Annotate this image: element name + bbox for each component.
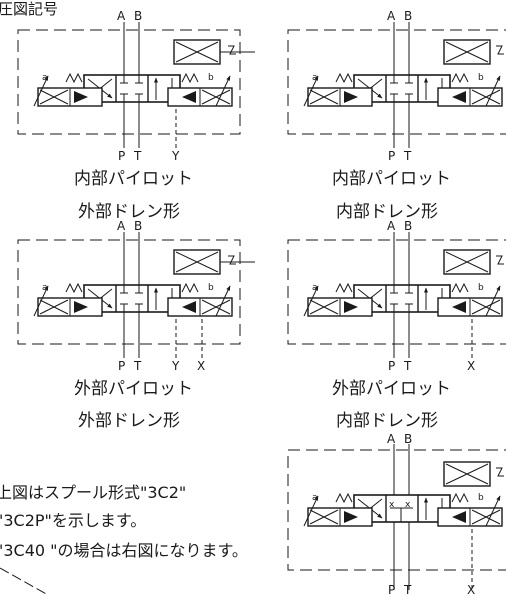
port-label-p: P <box>388 359 395 373</box>
port-label-y: Y <box>171 149 180 163</box>
valve-symbol-1: A B P T Y a b <box>17 9 255 222</box>
solenoid-arrow-right <box>215 75 231 107</box>
port-label-p: P <box>118 359 125 373</box>
port-label-a: A <box>387 9 396 23</box>
valve-symbol-2: A B P T a b <box>287 9 506 222</box>
note-line-2: "3C2P"を示します。 <box>0 511 146 530</box>
solenoid-label-a: a <box>312 73 318 83</box>
solenoid-label-b: b <box>478 493 484 503</box>
pilot-enclosure <box>17 29 241 135</box>
port-label-b: B <box>404 432 412 446</box>
spool-x-mark: x <box>389 500 395 510</box>
note-line-3: "3C40 "の場合は右図になります。 <box>0 541 248 560</box>
solenoid-arrow-left <box>33 75 49 107</box>
port-label-a: A <box>387 219 396 233</box>
port-label-x: X <box>197 359 205 373</box>
port-label-p: P <box>118 149 125 163</box>
caption-line-1: 内部パイロット <box>74 169 193 189</box>
port-label-t: T <box>133 149 142 163</box>
port-label-y: Y <box>171 359 180 373</box>
solenoid-label-a: a <box>42 73 48 83</box>
spring-right <box>181 72 199 84</box>
solenoid-label-b: b <box>478 73 484 83</box>
port-label-b: B <box>404 9 412 23</box>
port-label-t: T <box>403 583 412 595</box>
port-label-p: P <box>388 583 395 595</box>
port-label-b: B <box>404 219 412 233</box>
caption-line-1: 外部パイロット <box>74 379 193 399</box>
pilot-enclosure <box>287 29 506 135</box>
port-label-b: B <box>134 219 142 233</box>
port-label-x: X <box>467 359 475 373</box>
note-block: 上図はスプール形式"3C2" "3C2P"を示します。 "3C40 "の場合は右… <box>0 483 248 595</box>
valve-symbol-4: A B P T X a b <box>287 219 506 431</box>
solenoid-label-a: a <box>42 283 48 293</box>
caption-line-2: 外部ドレン形 <box>78 411 180 431</box>
caption-line-1: 内部パイロット <box>332 169 451 189</box>
port-label-x: X <box>467 583 475 595</box>
spool-x-mark: x <box>405 500 411 510</box>
page-title: 圧図記号 <box>0 0 58 18</box>
valve-symbol-3: A B P T Y X a b <box>17 219 255 431</box>
port-label-a: A <box>387 432 396 446</box>
port-label-a: A <box>117 219 126 233</box>
caption-line-2: 内部ドレン形 <box>336 411 438 431</box>
solenoid-label-a: a <box>312 283 318 293</box>
port-label-b: B <box>134 9 142 23</box>
solenoid-label-b: b <box>208 73 214 83</box>
port-label-p: P <box>388 149 395 163</box>
solenoid-label-b: b <box>478 283 484 293</box>
note-line-1: 上図はスプール形式"3C2" <box>0 483 186 502</box>
spring-left <box>65 72 83 84</box>
port-label-t: T <box>403 359 412 373</box>
solenoid-label-b: b <box>208 283 214 293</box>
caption-line-2: 外部ドレン形 <box>78 202 180 222</box>
electric-symbol <box>228 45 236 55</box>
leader-line <box>0 567 49 595</box>
valve-symbol-5: A B P T X x x a b <box>287 432 506 595</box>
caption-line-1: 外部パイロット <box>332 379 451 399</box>
port-label-t: T <box>403 149 412 163</box>
caption-line-2: 内部ドレン形 <box>336 202 438 222</box>
port-label-t: T <box>133 359 142 373</box>
solenoid-label-a: a <box>312 493 318 503</box>
port-label-a: A <box>117 9 126 23</box>
